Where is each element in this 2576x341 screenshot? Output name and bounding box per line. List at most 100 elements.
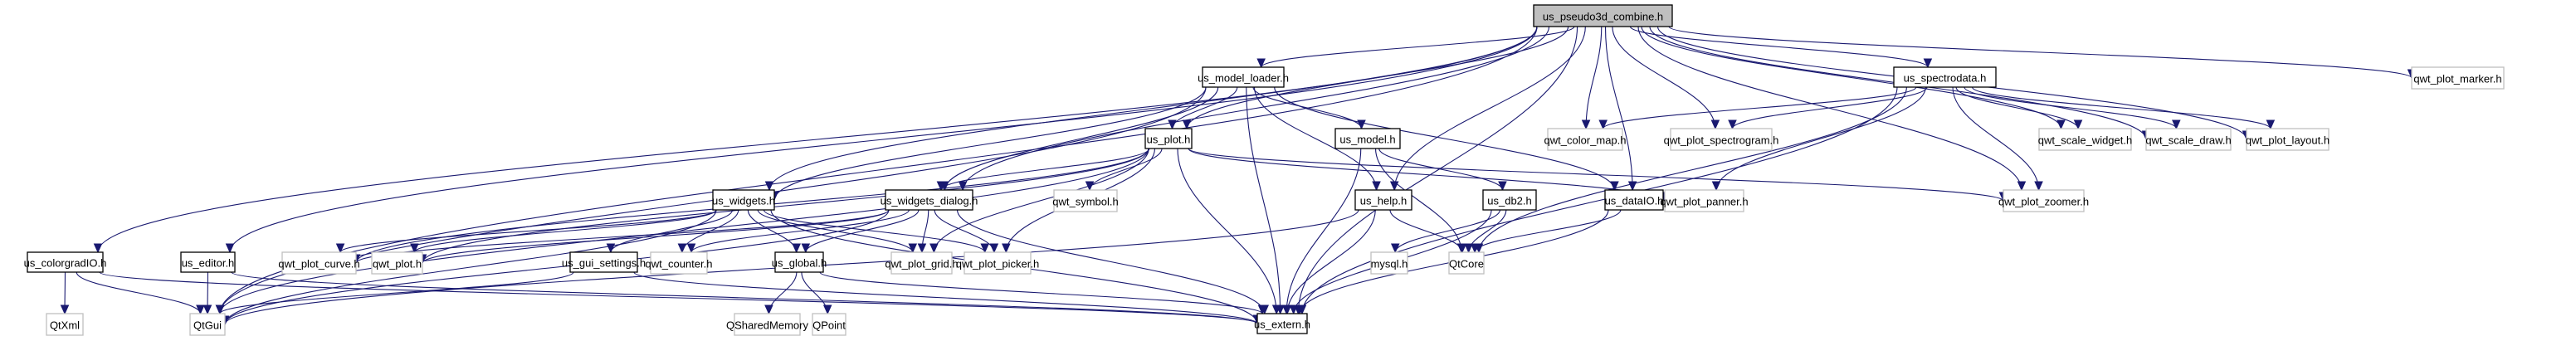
node-box[interactable] [885, 189, 973, 211]
edge-spectrodata-to-spectrogram [1731, 86, 1928, 129]
edge-editor-to-us_extern [231, 271, 1258, 324]
arrowhead-icon [2056, 119, 2066, 130]
node-plot-picker: qwt_plot_picker.h [956, 251, 1039, 275]
edge-us_plot-to-widgets_dialog [940, 148, 1150, 191]
node-box[interactable] [1144, 128, 1193, 149]
node-us-widgets[interactable]: us_widgets.h [712, 189, 775, 211]
node-label: qwt_plot_grid.h [885, 258, 958, 270]
edge-model_loader-to-us_widgets [773, 86, 1207, 201]
node-colorgradio[interactable]: us_colorgradIO.h [24, 251, 107, 273]
node-box[interactable] [180, 251, 236, 273]
edge-us_widgets-to-plot_grid [757, 209, 914, 253]
node-label: us_dataIO.h [1605, 195, 1664, 207]
node-us-db2[interactable]: us_db2.h [1482, 189, 1537, 211]
node-box[interactable] [774, 251, 824, 273]
arrowhead-icon [1457, 243, 1467, 254]
node-box [1448, 251, 1485, 275]
edge-us_widgets-to-qtgui [224, 209, 717, 325]
node-root[interactable]: us_pseudo3d_combine.h [1533, 4, 1673, 27]
node-box[interactable] [1354, 189, 1412, 211]
node-label: us_editor.h [182, 257, 235, 270]
node-box[interactable] [1334, 128, 1401, 149]
node-us-plot[interactable]: us_plot.h [1144, 128, 1193, 149]
node-box[interactable] [27, 251, 104, 273]
arrowhead-icon [1002, 243, 1011, 254]
node-label: us_model.h [1339, 134, 1395, 146]
edge-us_plot-to-symbol [1089, 148, 1163, 191]
arrowhead-icon [1168, 119, 1177, 130]
node-mysql: mysql.h [1370, 251, 1408, 275]
node-box[interactable] [1482, 189, 1537, 211]
edge-model_loader-to-us_model [1252, 86, 1363, 129]
edge-spectrodata-to-scale_widget [1955, 86, 2079, 129]
edge-model_loader-to-us_extern [1246, 86, 1281, 314]
arrowhead-icon [980, 243, 989, 254]
edge-us_plot-to-us_extern [1177, 148, 1277, 314]
node-us-global[interactable]: us_global.h [772, 251, 827, 273]
node-widgets-dialog[interactable]: us_widgets_dialog.h [881, 189, 978, 211]
node-label: qwt_plot_layout.h [2246, 134, 2330, 147]
node-box[interactable] [1604, 189, 1664, 211]
arrowhead-icon [2017, 181, 2027, 192]
node-label: QPoint [812, 319, 846, 332]
node-box [1670, 128, 1773, 151]
node-label: us_pseudo3d_combine.h [1543, 11, 1663, 23]
edge-us_widgets-to-gui_settings [610, 209, 734, 253]
node-box[interactable] [569, 251, 638, 273]
edge-us_model-to-us_db2 [1378, 148, 1503, 191]
arrowhead-icon [410, 243, 419, 254]
arrowhead-icon [764, 181, 774, 192]
node-us-model[interactable]: us_model.h [1334, 128, 1401, 149]
node-box[interactable] [1256, 313, 1308, 334]
arrowhead-icon [2073, 119, 2083, 130]
node-gui-settings[interactable]: us_gui_settings.h [562, 251, 646, 273]
node-label: us_db2.h [1487, 195, 1532, 207]
node-model-loader[interactable]: us_model_loader.h [1198, 66, 1289, 88]
node-label: us_model_loader.h [1198, 72, 1289, 85]
node-label: us_gui_settings.h [562, 257, 646, 270]
node-box[interactable] [712, 189, 775, 211]
node-box [2038, 128, 2132, 151]
node-spectrodata[interactable]: us_spectrodata.h [1893, 66, 1997, 88]
arrowhead-icon [908, 243, 918, 254]
edge-spectrodata-to-panner [1715, 86, 1926, 191]
arrowhead-icon [1390, 243, 1400, 254]
edge-root-to-color_map [1585, 26, 1603, 129]
node-box [189, 313, 226, 336]
arrowhead-icon [1598, 119, 1608, 130]
node-label: us_colorgradIO.h [24, 257, 107, 270]
edge-root-to-editor [229, 26, 1538, 253]
node-box [734, 313, 801, 336]
node-box[interactable] [1533, 4, 1673, 27]
edge-model_loader-to-dataio [1274, 86, 1615, 191]
node-symbol: qwt_symbol.h [1052, 189, 1119, 212]
node-box [2145, 128, 2232, 151]
arrowhead-icon [792, 243, 801, 254]
node-box [650, 251, 708, 275]
edge-model_loader-to-us_help [1253, 86, 1378, 191]
node-dataio[interactable]: us_dataIO.h [1604, 189, 1664, 211]
node-box[interactable] [1893, 66, 1997, 88]
node-zoomer: qwt_plot_zoomer.h [1998, 189, 2089, 212]
arrowhead-icon [202, 304, 212, 315]
edge-widgets_dialog-to-qtgui [224, 209, 890, 325]
node-us-help[interactable]: us_help.h [1354, 189, 1412, 211]
edge-root-to-us_extern [1297, 26, 1578, 314]
edge-root-to-scale_widget [1641, 26, 2061, 129]
node-label: qwt_plot_spectrogram.h [1664, 134, 1779, 147]
node-editor[interactable]: us_editor.h [180, 251, 236, 273]
node-shared-memory: QSharedMemory [726, 313, 808, 336]
node-label: qwt_plot_picker.h [956, 258, 1039, 270]
edge-us_widgets-to-qwt_plot [413, 209, 717, 253]
edge-us_plot-to-qtgui [219, 148, 1149, 314]
node-box[interactable] [1202, 66, 1285, 88]
edge-colorgradio-to-us_extern [99, 271, 1258, 324]
node-label: us_help.h [1360, 195, 1407, 207]
arrowhead-icon [1498, 181, 1507, 192]
node-label: us_extern.h [1254, 319, 1310, 331]
node-box [1370, 251, 1408, 275]
node-us-extern[interactable]: us_extern.h [1254, 313, 1310, 334]
node-spectrogram: qwt_plot_spectrogram.h [1664, 128, 1779, 151]
arrowhead-icon [1271, 304, 1281, 315]
node-label: qwt_color_map.h [1544, 134, 1627, 147]
